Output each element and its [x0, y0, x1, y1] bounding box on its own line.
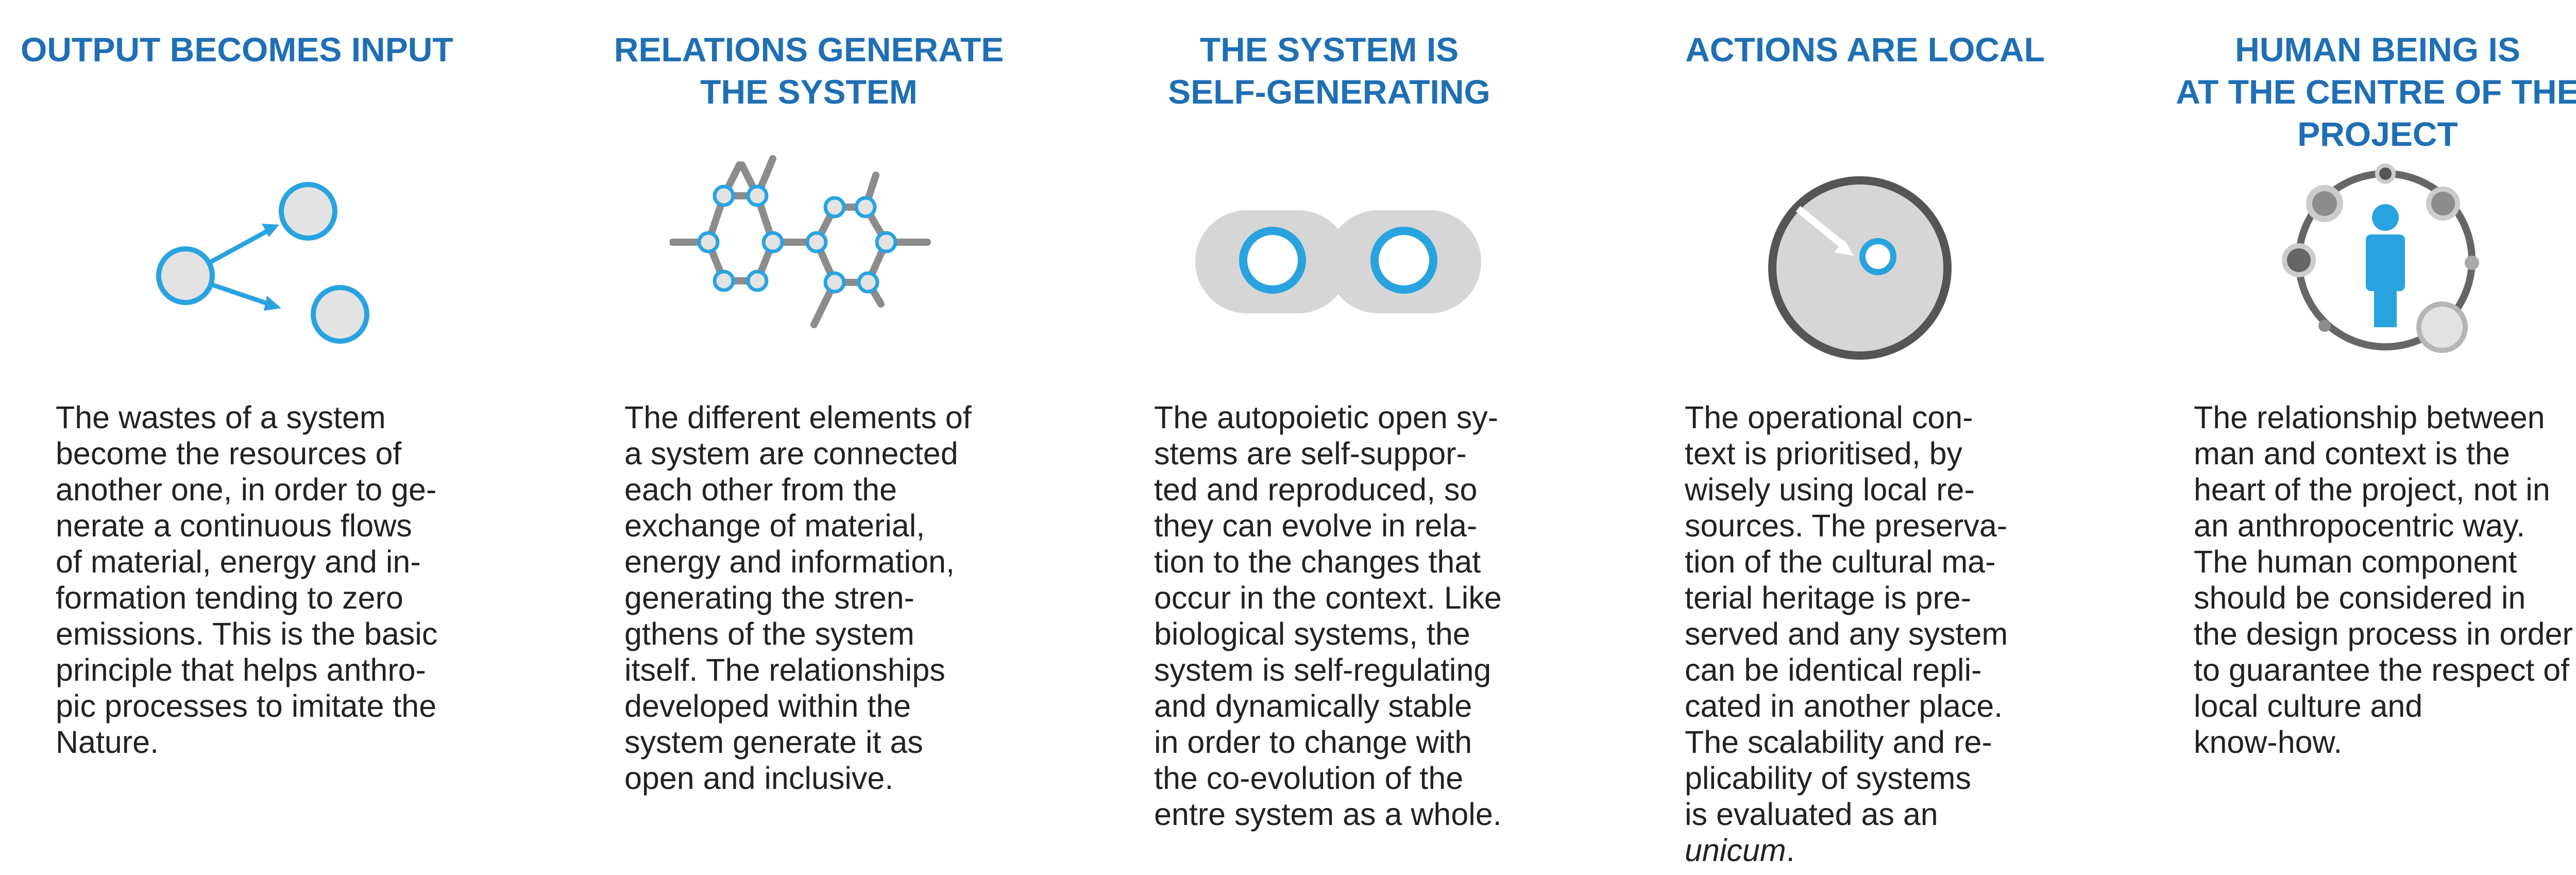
column-title: THE SYSTEM IS SELF-GENERATING: [1168, 30, 1490, 111]
last-line-suffix: .: [1786, 833, 1795, 868]
self-generating-icon: [1195, 210, 1481, 313]
unicum-italic: unicum: [1685, 833, 1786, 868]
column-body: The autopoietic open sy- stems are self-…: [1154, 400, 1502, 832]
column-title: HUMAN BEING IS AT THE CENTRE OF THE PROJ…: [2176, 30, 2576, 153]
column-title: RELATIONS GENERATE THE SYSTEM: [614, 30, 1004, 111]
column-title: OUTPUT BECOMES INPUT: [21, 30, 453, 69]
output-input-icon: [156, 182, 369, 344]
local-target-icon: [1768, 176, 1952, 360]
column-body: The operational con- text is prioritised…: [1685, 399, 2025, 868]
last-line: unicum.: [1685, 832, 2025, 868]
human-centre-icon: [2282, 163, 2479, 353]
network-molecule-icon: [670, 155, 931, 328]
person-figure: [2366, 204, 2405, 327]
column-body: The wastes of a system become the resour…: [56, 400, 438, 760]
column-body: The different elements of a system are c…: [624, 400, 972, 796]
column-title: ACTIONS ARE LOCAL: [1685, 30, 2045, 69]
column-body: The relationship between man and context…: [2194, 400, 2573, 760]
